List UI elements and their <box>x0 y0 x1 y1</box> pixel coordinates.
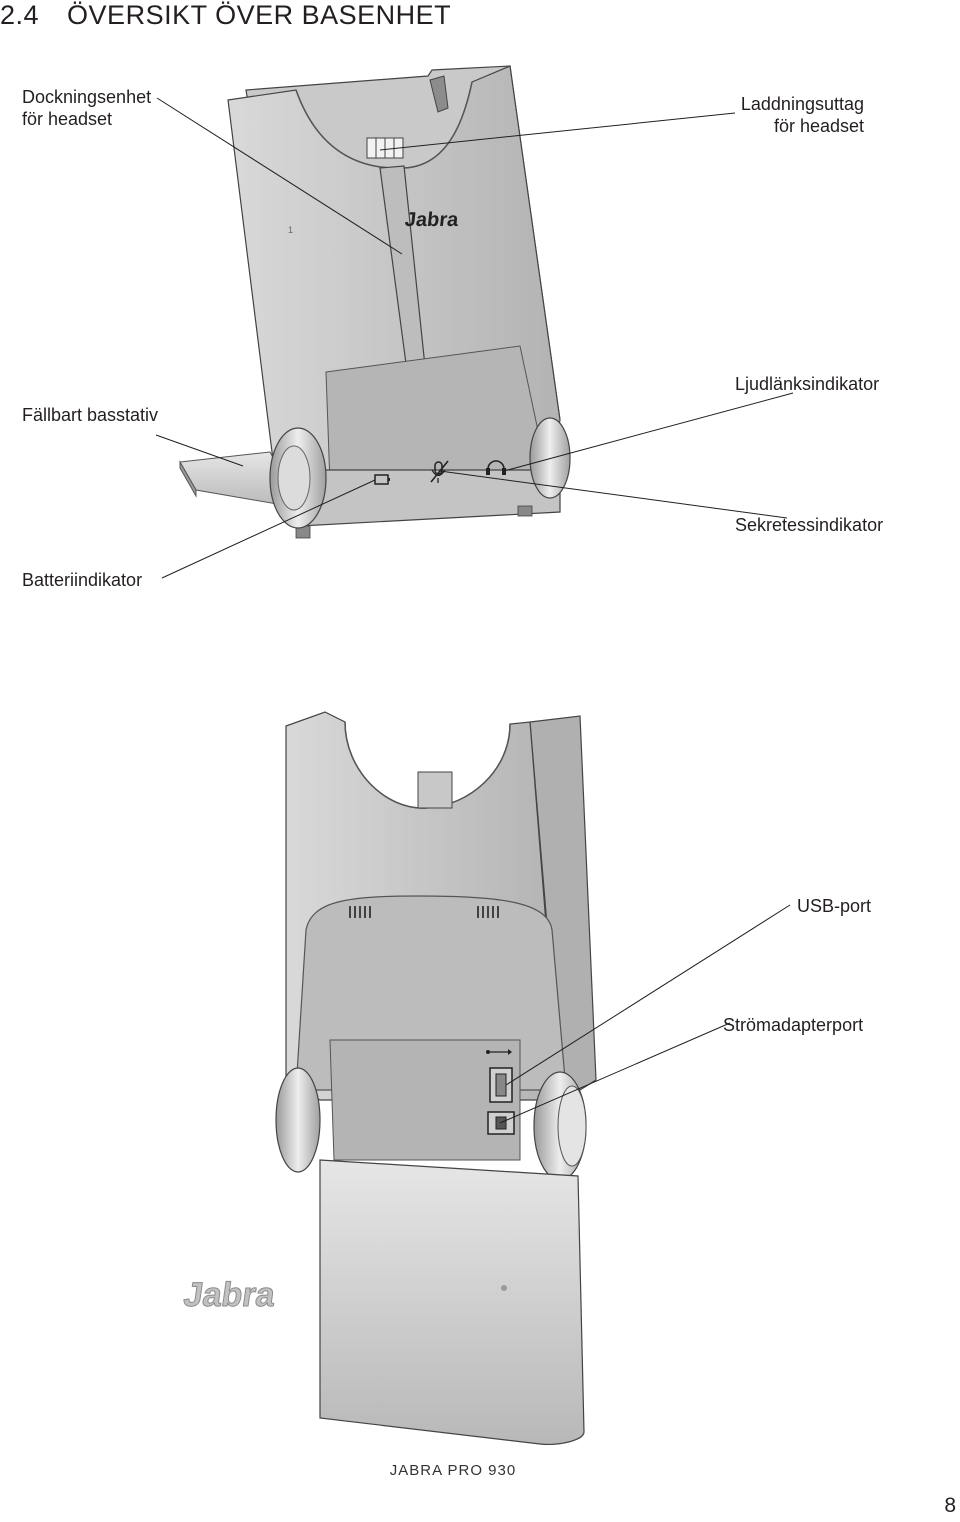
rear-hinge-left <box>275 1067 321 1173</box>
label-docking-line2: för headset <box>22 109 113 129</box>
vent-right <box>477 906 499 918</box>
label-audio-link-indicator: Ljudlänksindikator <box>735 374 880 394</box>
rear-hinge-right <box>533 1071 587 1181</box>
page-number: 8 <box>944 1494 956 1517</box>
label-privacy-indicator: Sekretessindikator <box>735 515 884 535</box>
label-charging-contact: Laddningsuttag för headset <box>741 93 864 137</box>
label-battery-indicator: Batteriindikator <box>22 570 143 590</box>
label-foldable-stand: Fällbart basstativ <box>22 405 159 425</box>
jabra-logo-rear: Jabra <box>181 1276 278 1314</box>
label-power-adapter-port: Strömadapterport <box>723 1015 864 1035</box>
usb-port <box>489 1067 513 1103</box>
label-docking-line1: Dockningsenhet <box>22 87 152 107</box>
rear-view: Jabra <box>181 711 597 1445</box>
front-view: 1 Jabra <box>179 65 571 539</box>
vent-left <box>349 906 371 918</box>
mute-indicator-icon <box>430 460 449 483</box>
label-charging-line1: Laddningsuttag <box>740 94 864 114</box>
battery-indicator-icon <box>374 474 390 485</box>
charging-contacts <box>366 137 404 159</box>
folded-stand-plate: Jabra <box>181 1159 585 1445</box>
usb-symbol-icon <box>486 1049 512 1055</box>
hinge-wheel-left <box>269 427 327 529</box>
hinge-wheel-right <box>529 417 571 499</box>
label-usb-port: USB-port <box>797 896 872 916</box>
section-title: ÖVERSIKT ÖVER BASENHET <box>67 0 452 30</box>
footer-product-name: JABRA PRO 930 <box>389 1462 517 1479</box>
headset-indicator-icon <box>486 460 506 475</box>
jabra-logo-front: Jabra <box>404 209 461 231</box>
label-charging-line2: för headset <box>773 116 864 136</box>
section-number: 2.4 <box>0 0 40 30</box>
label-docking-unit: Dockningsenhet för headset <box>22 86 151 130</box>
leader-lines <box>155 97 794 1124</box>
foldable-stand <box>179 451 301 509</box>
slot-number: 1 <box>288 225 293 235</box>
section-heading: 2.4 ÖVERSIKT ÖVER BASENHET <box>0 0 451 31</box>
